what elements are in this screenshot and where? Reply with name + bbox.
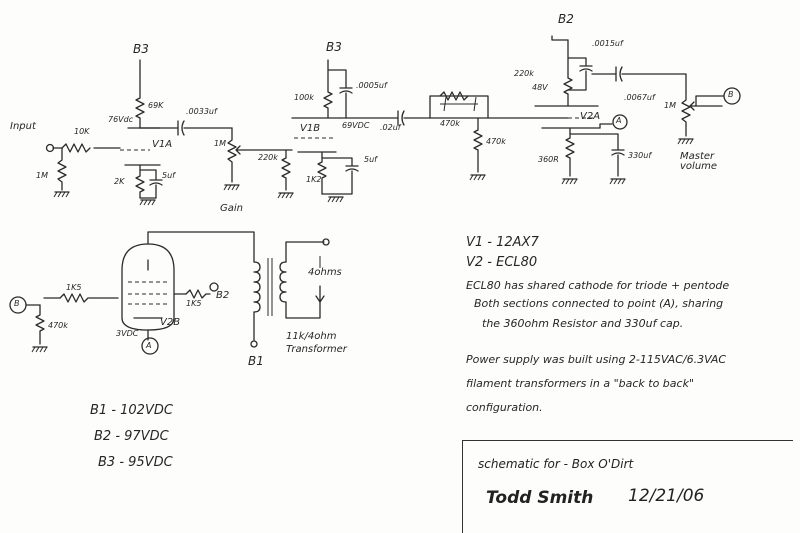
note-power-line-3: configuration. [466,401,543,414]
note-tube-v1: V1 - 12AX7 [466,235,539,250]
label-cap-0015: .0015uf [592,39,623,48]
resistor-470k-c [35,304,45,345]
label-node-a-marker: A [616,116,622,125]
cap-0067 [615,66,623,82]
note-ecl80-line-1: ECL80 has shared cathode for triode + pe… [466,279,730,292]
input-label: Input [10,121,36,132]
label-resistor-470k-a: 470k [440,119,460,128]
cap-0015 [551,35,593,91]
label-resistor-470k-b: 470k [486,137,506,146]
resistor-69k [135,71,145,129]
transformer-label: 11k/4ohm Transformer [286,331,347,355]
label-resistor-1k5-b: 1K5 [186,299,202,308]
label-cap-330: 330uf [628,151,652,160]
label-v2b: V2B [160,317,181,328]
resistor-1k5-a [59,293,119,303]
label-v1a-plate-voltage: 76Vdc [108,115,134,124]
label-v1b: V1B [300,123,321,134]
label-v2b-cathode-voltage: 3VDC [116,329,139,338]
resistor-220k-a [281,149,291,191]
label-b1: B1 [248,354,264,368]
label-resistor-10k: 10K [74,127,90,136]
label-resistor-1k2: 1K2 [306,175,322,184]
resistor-2k [135,164,145,199]
label-resistor-220k-a: 220k [258,153,278,162]
gain-wiper [235,145,245,155]
node-a-cathode-marker [141,337,159,355]
transformer-secondary [279,261,287,303]
transformer-core [267,258,273,316]
title-block-signature: Todd Smith [486,488,594,508]
label-cap-0005: .0005uf [356,81,387,90]
label-resistor-1m-input: 1M [36,171,48,180]
label-resistor-2k: 2K [114,177,125,186]
output-terminal-return [315,285,325,303]
note-ecl80-line-2: Both sections connected to point (A), sh… [474,297,724,310]
label-b3-mid: B3 [326,40,342,54]
resistor-10k [61,143,91,153]
label-b2-top: B2 [558,12,574,26]
output-terminal-hot [322,238,330,246]
cap-330 [569,133,625,177]
label-resistor-220k-b: 220k [514,69,534,78]
title-block-date: 12/21/06 [628,486,705,506]
cap-02 [397,110,405,126]
cap-0005 [327,69,353,119]
resistor-220k-b [563,39,573,107]
cap-5uf-b [321,157,359,195]
note-power-line-1: Power supply was built using 2-115VAC/6.… [466,353,727,366]
label-resistor-69k: 69K [148,101,164,110]
label-resistor-100k: 100k [294,93,314,102]
note-ecl80-line-3: the 360ohm Resistor and 330uf cap. [482,317,684,330]
b1-terminal [250,340,258,348]
label-cap-5uf-b: 5uf [364,155,377,164]
resistor-1m-input [57,147,67,191]
label-v1a: V1A [152,139,173,150]
gain-pot [227,127,237,183]
master-volume-pot [681,91,691,137]
label-b2-power: B2 [216,290,230,301]
resistor-360 [565,127,575,177]
label-v2a: V2A [580,111,601,122]
note-supply-b1: B1 - 102VDC [90,403,173,418]
label-gain-pot: 1M [214,139,226,148]
resistor-470k-b [473,117,483,173]
node-a-marker [612,114,628,130]
title-block-title: schematic for - Box O'Dirt [478,457,634,471]
transformer-primary [253,261,261,313]
label-resistor-470k-c: 470k [48,321,68,330]
label-node-a-cathode: A [146,341,152,350]
note-power-line-2: filament transformers in a "back to back… [466,377,695,390]
gain-label: Gain [220,203,243,214]
resistor-1k2 [317,151,327,195]
label-resistor-1k5-a: 1K5 [66,283,82,292]
label-v1b-plate-voltage: 69VDC [342,121,370,130]
master-volume-label: Master volume [680,151,718,172]
note-supply-b3: B3 - 95VDC [98,455,173,470]
label-b3-left: B3 [133,42,149,56]
label-master-pot: 1M [664,101,676,110]
resistor-1k5-b [185,289,211,299]
label-cap-0067: .0067uf [624,93,655,102]
cap-0033 [177,120,185,136]
label-cap-5uf-a: 5uf [162,171,175,180]
v2b-tube-envelope [121,243,175,331]
resistor-100k [323,59,333,119]
note-tube-v2: V2 - ECL80 [466,255,538,270]
note-supply-b2: B2 - 97VDC [94,429,169,444]
output-4ohm-label: 4ohms [308,267,342,278]
label-v2a-plate-voltage: 48V [532,83,548,92]
cap-5uf-a [139,169,163,199]
label-node-b-left: B [14,299,20,308]
title-block-frame [462,440,793,533]
label-cap-0033: .0033uf [186,107,217,116]
label-node-b-right: B [728,90,734,99]
label-cap-02: .02uf [380,123,401,132]
resistor-470k-a [439,91,469,101]
label-resistor-360: 360R [538,155,559,164]
